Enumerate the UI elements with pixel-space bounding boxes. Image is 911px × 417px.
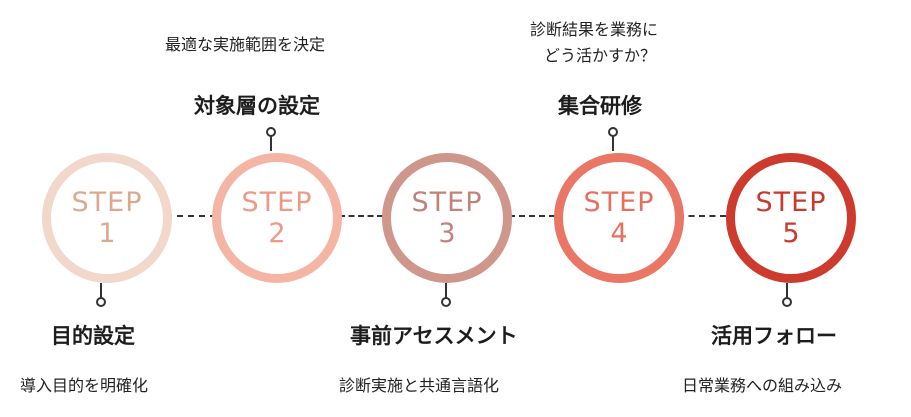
step-3-number: 3: [438, 218, 456, 249]
step-2-stem: [270, 133, 272, 151]
step-4-label: STEP: [583, 187, 655, 218]
step-1-label: STEP: [71, 187, 143, 218]
step-3-title: 事前アセスメント: [350, 324, 518, 348]
step-3-dot: [441, 297, 451, 307]
connector-2-3: [339, 215, 383, 217]
step-2-title: 対象層の設定: [194, 94, 320, 118]
step-1-stem: [100, 283, 102, 301]
step-2-description: 最適な実施範囲を決定: [165, 35, 326, 54]
connector-1-2: [166, 215, 216, 217]
step-4-description-line-2: どう活かすか？: [544, 46, 657, 65]
step-3-label: STEP: [411, 187, 483, 218]
step-5-number: 5: [782, 218, 800, 249]
step-1-circle: STEP 1: [42, 153, 172, 283]
step-1-number: 1: [98, 218, 116, 249]
step-4-description-line-1: 診断結果を業務に: [530, 20, 659, 39]
step-4-stem: [612, 133, 614, 151]
step-3-circle: STEP 3: [382, 153, 512, 283]
connector-4-5: [678, 215, 726, 217]
step-3-stem: [445, 283, 447, 301]
step-4-dot: [608, 127, 618, 137]
step-1-description: 導入目的を明確化: [20, 376, 149, 395]
step-4-title: 集合研修: [558, 94, 642, 118]
step-5-description: 日常業務への組み込み: [682, 376, 843, 395]
step-4-circle: STEP 4: [554, 153, 684, 283]
step-1-dot: [96, 297, 106, 307]
step-3-description: 診断実施と共通言語化: [339, 376, 500, 395]
connector-3-4: [509, 215, 555, 217]
step-2-number: 2: [268, 218, 286, 249]
step-5-circle: STEP 5: [726, 153, 856, 283]
step-5-title: 活用フォロー: [711, 324, 837, 348]
step-2-circle: STEP 2: [212, 153, 342, 283]
step-5-dot: [782, 297, 792, 307]
step-1-title: 目的設定: [51, 324, 135, 348]
step-5-stem: [786, 283, 788, 301]
step-4-number: 4: [610, 218, 628, 249]
step-2-dot: [266, 127, 276, 137]
step-5-label: STEP: [755, 187, 827, 218]
step-2-label: STEP: [241, 187, 313, 218]
